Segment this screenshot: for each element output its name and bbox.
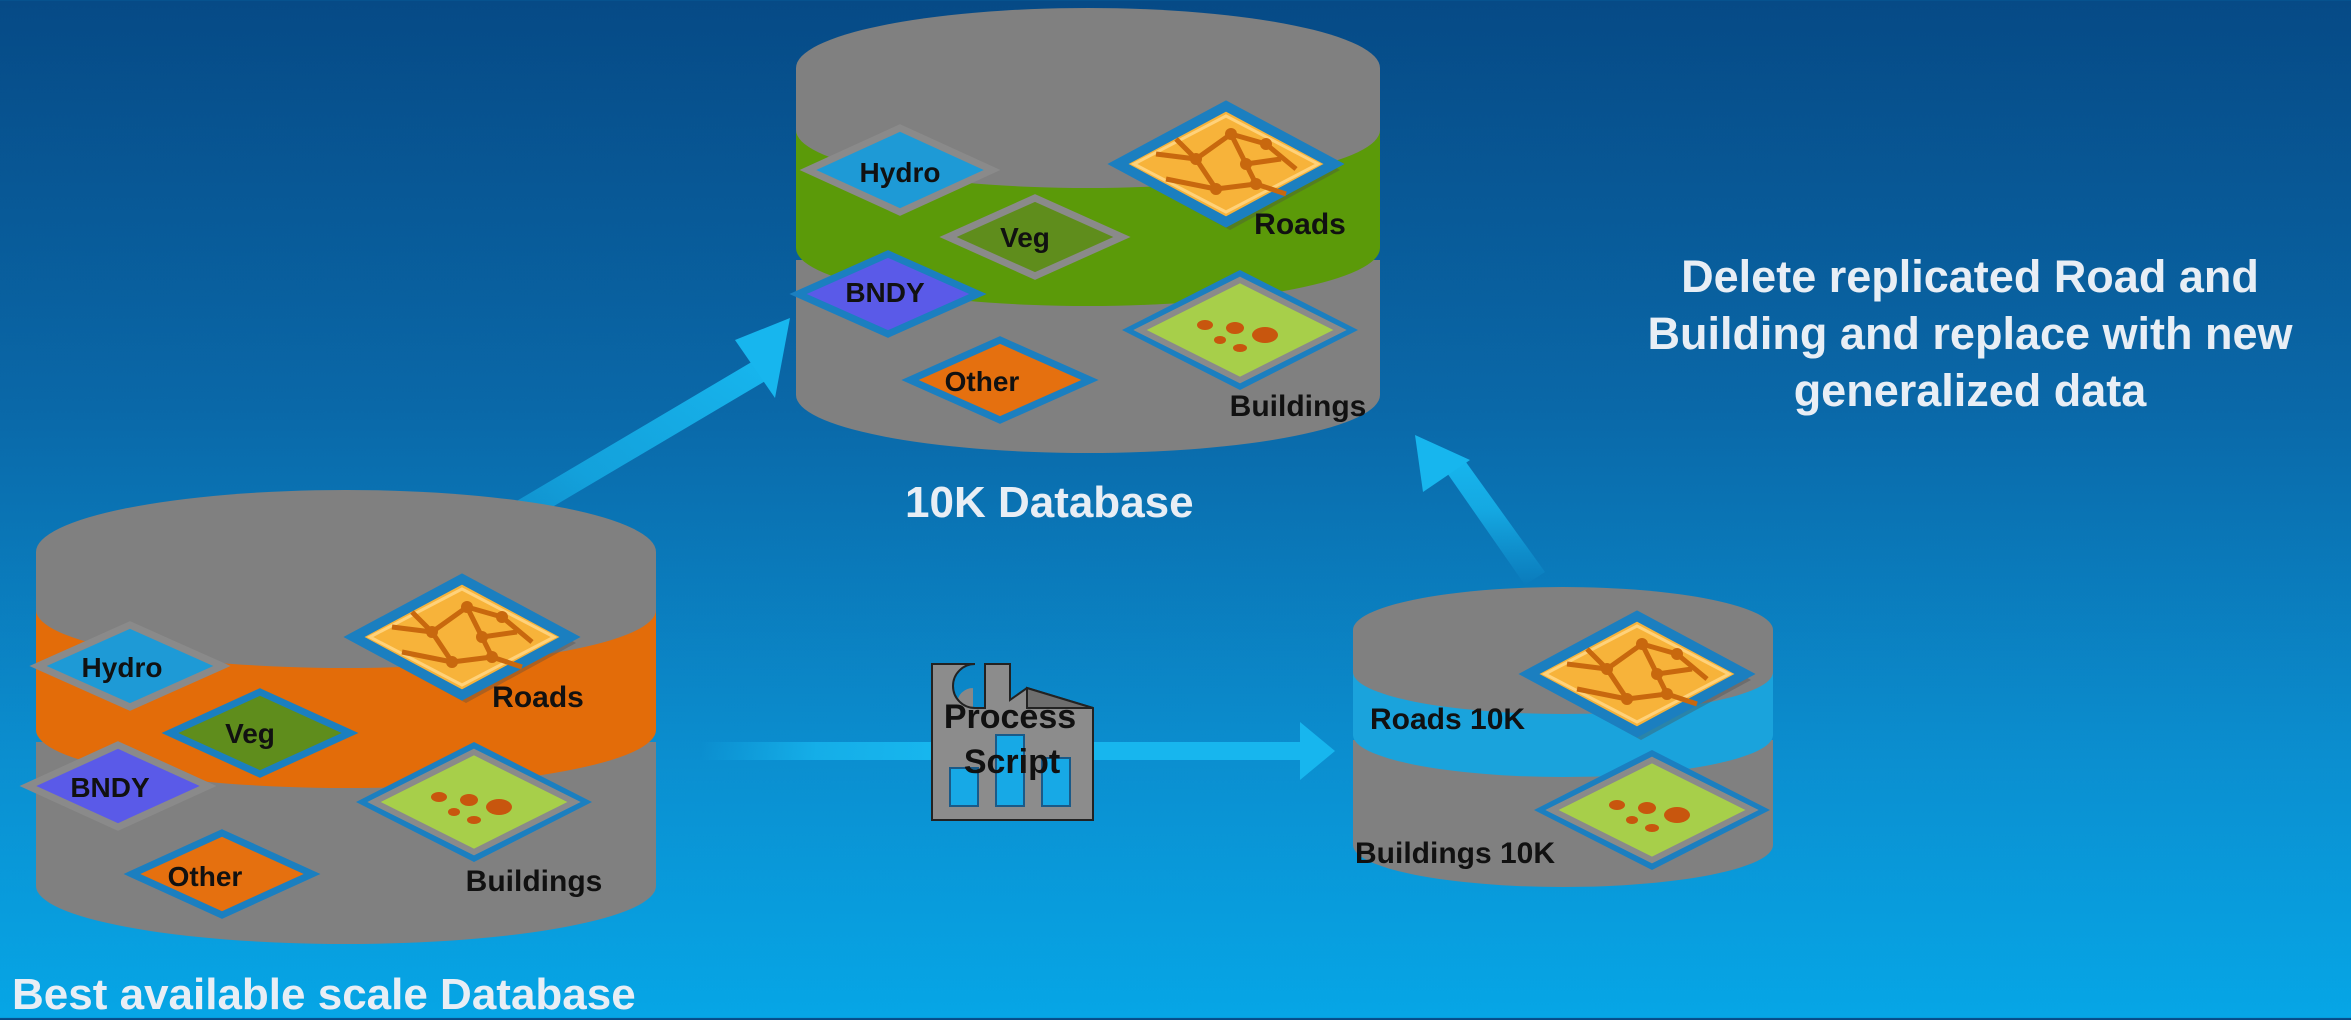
tenk-bndy-layer: BNDY xyxy=(789,250,987,338)
best-hydro-label: Hydro xyxy=(82,652,163,683)
gen-buildings-label: Buildings 10K xyxy=(1355,837,1555,870)
best-bndy-label: BNDY xyxy=(70,772,150,803)
best-buildings-label: Buildings xyxy=(466,865,603,898)
tenk-veg-layer: Veg xyxy=(939,194,1131,280)
arrow-best-to-process xyxy=(700,742,932,760)
best-database-cylinder: Hydro Veg BNDY Other Roads Buildings xyxy=(19,490,656,944)
tenk-hydro-label: Hydro xyxy=(860,157,941,188)
tenk-bndy-label: BNDY xyxy=(845,277,925,308)
best-bndy-layer: BNDY xyxy=(19,741,217,831)
process-label-line2: Script xyxy=(964,743,1060,781)
best-database-caption: Best available scale Database xyxy=(12,970,636,1019)
arrow-generalized-to-10k xyxy=(1415,435,1545,585)
best-other-label: Other xyxy=(168,861,243,892)
tenk-database-cylinder: Hydro Veg BNDY Other Roads Buildings xyxy=(789,8,1380,453)
tenk-hydro-layer: Hydro xyxy=(799,124,1001,216)
generalized-database-cylinder: Roads 10K Buildings 10K xyxy=(1353,587,1773,887)
process-script-icon: Process Script xyxy=(931,663,1094,821)
replace-note: Delete replicated Road and Building and … xyxy=(1647,251,2293,416)
tenk-other-layer: Other xyxy=(901,336,1099,424)
tenk-database-caption: 10K Database xyxy=(905,478,1194,527)
best-veg-layer: Veg xyxy=(161,688,359,778)
best-roads-label: Roads xyxy=(492,681,584,714)
arrow-process-to-generalized xyxy=(1093,722,1335,780)
best-other-layer: Other xyxy=(123,829,321,919)
tenk-buildings-label: Buildings xyxy=(1230,390,1367,423)
process-label-line1: Process xyxy=(944,698,1076,736)
tenk-veg-label: Veg xyxy=(1000,222,1050,253)
tenk-other-label: Other xyxy=(945,366,1020,397)
tenk-roads-label: Roads xyxy=(1254,208,1346,241)
gen-roads-label: Roads 10K xyxy=(1370,703,1525,736)
best-hydro-layer: Hydro xyxy=(29,621,231,711)
best-veg-label: Veg xyxy=(225,718,275,749)
